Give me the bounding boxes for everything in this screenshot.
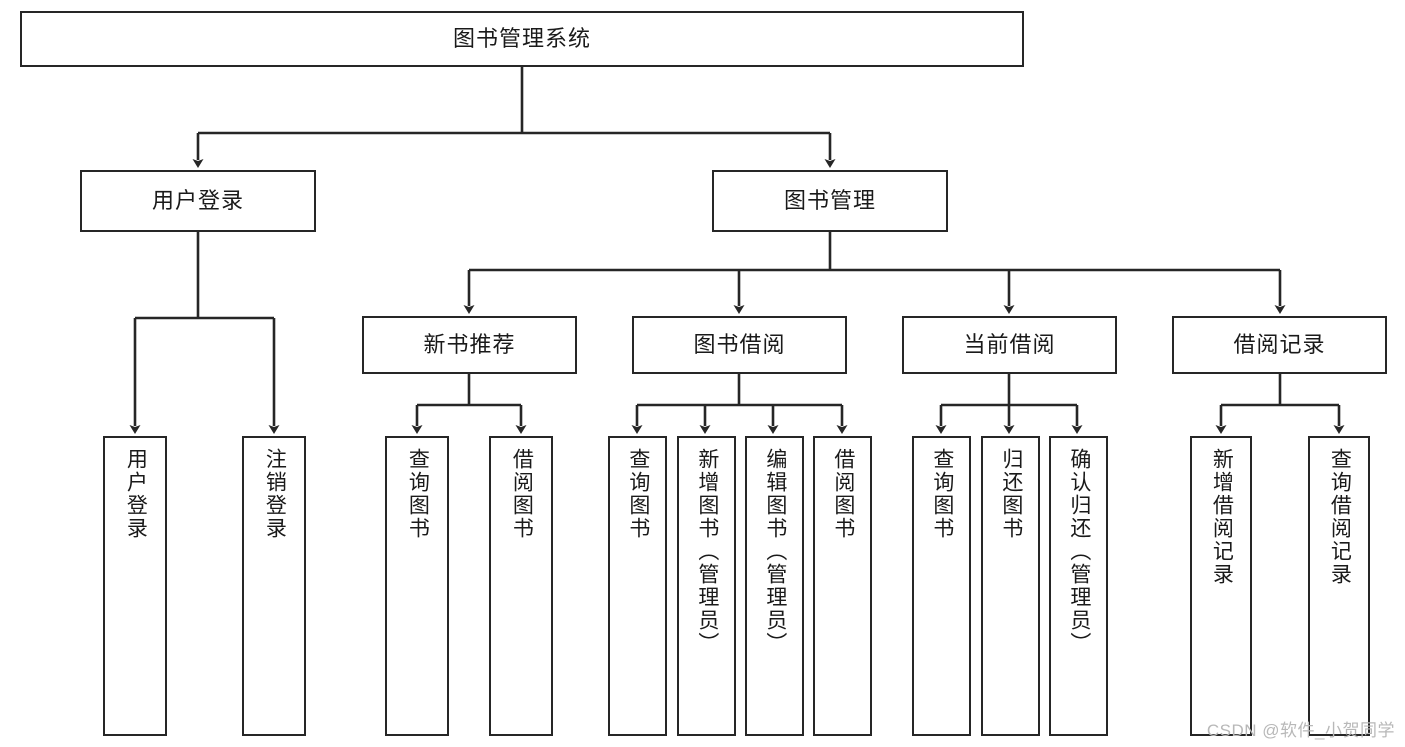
node-root-label: 图书管理系统 bbox=[452, 25, 591, 51]
node-borrow-record[interactable]: 借阅记录 bbox=[1172, 316, 1387, 374]
node-book-borrow[interactable]: 图书借阅 bbox=[632, 316, 847, 374]
leaf-query-book-1-label: 查询图书 bbox=[406, 448, 430, 540]
leaf-borrow-book-2-label: 借阅图书 bbox=[831, 448, 855, 540]
leaf-confirm-return-label: 确认归还（管理员） bbox=[1067, 448, 1091, 655]
node-current-borrow-label: 当前借阅 bbox=[963, 331, 1056, 357]
leaf-confirm-return[interactable]: 确认归还（管理员） bbox=[1049, 436, 1108, 736]
leaf-query-record[interactable]: 查询借阅记录 bbox=[1308, 436, 1370, 736]
leaf-user-logout[interactable]: 注销登录 bbox=[242, 436, 306, 736]
node-root[interactable]: 图书管理系统 bbox=[20, 11, 1024, 67]
leaf-borrow-book-1[interactable]: 借阅图书 bbox=[489, 436, 553, 736]
node-current-borrow[interactable]: 当前借阅 bbox=[902, 316, 1117, 374]
leaf-borrow-book-1-label: 借阅图书 bbox=[510, 448, 534, 540]
node-borrow-record-label: 借阅记录 bbox=[1233, 331, 1326, 357]
node-user-login[interactable]: 用户登录 bbox=[80, 170, 316, 232]
leaf-query-book-1[interactable]: 查询图书 bbox=[385, 436, 449, 736]
leaf-add-record-label: 新增借阅记录 bbox=[1210, 448, 1234, 586]
leaf-edit-book[interactable]: 编辑图书（管理员） bbox=[745, 436, 804, 736]
leaf-query-record-label: 查询借阅记录 bbox=[1328, 448, 1352, 586]
leaf-query-book-2-label: 查询图书 bbox=[626, 448, 650, 540]
node-book-manage[interactable]: 图书管理 bbox=[712, 170, 948, 232]
csdn-watermark: CSDN @软件_小贺同学 bbox=[1206, 721, 1395, 740]
leaf-query-book-3-label: 查询图书 bbox=[930, 448, 954, 540]
leaf-borrow-book-2[interactable]: 借阅图书 bbox=[813, 436, 872, 736]
node-book-manage-label: 图书管理 bbox=[783, 187, 876, 213]
leaf-user-login-label: 用户登录 bbox=[124, 448, 148, 540]
leaf-edit-book-label: 编辑图书（管理员） bbox=[763, 448, 787, 655]
leaf-add-book[interactable]: 新增图书（管理员） bbox=[677, 436, 736, 736]
leaf-return-book[interactable]: 归还图书 bbox=[981, 436, 1040, 736]
leaf-query-book-3[interactable]: 查询图书 bbox=[912, 436, 971, 736]
node-book-borrow-label: 图书借阅 bbox=[693, 331, 786, 357]
leaf-user-logout-label: 注销登录 bbox=[263, 448, 287, 540]
node-new-book-recommend-label: 新书推荐 bbox=[423, 331, 516, 357]
leaf-add-book-label: 新增图书（管理员） bbox=[695, 448, 719, 655]
leaf-query-book-2[interactable]: 查询图书 bbox=[608, 436, 667, 736]
node-user-login-label: 用户登录 bbox=[151, 187, 244, 213]
node-new-book-recommend[interactable]: 新书推荐 bbox=[362, 316, 577, 374]
leaf-add-record[interactable]: 新增借阅记录 bbox=[1190, 436, 1252, 736]
leaf-user-login[interactable]: 用户登录 bbox=[103, 436, 167, 736]
leaf-return-book-label: 归还图书 bbox=[999, 448, 1023, 540]
